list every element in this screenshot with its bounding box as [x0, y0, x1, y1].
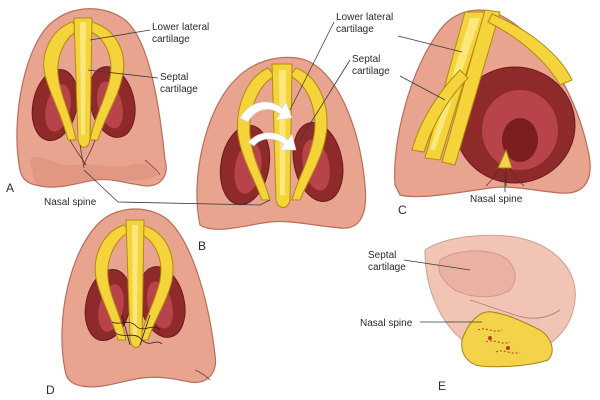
label-septal-cartilage-e: Septal cartilage: [368, 250, 406, 273]
panel-letter-a: A: [6, 181, 14, 195]
panel-b-illustration: [197, 57, 366, 229]
panel-letter-e: E: [438, 379, 446, 393]
label-septal-cartilage-b: Septal cartilage: [352, 54, 390, 77]
label-lower-lateral-cartilage-a: Lower lateral cartilage: [152, 22, 212, 45]
panel-letter-b: B: [198, 239, 206, 253]
label-nasal-spine-ab: Nasal spine: [44, 197, 97, 208]
panel-c-illustration: [395, 10, 591, 197]
label-nasal-spine-e: Nasal spine: [360, 318, 413, 329]
label-nasal-spine-c: Nasal spine: [470, 194, 523, 205]
panel-letter-c: C: [398, 203, 407, 217]
panel-e-illustration: [425, 235, 575, 366]
panel-a-illustration: [17, 9, 166, 187]
panel-letter-d: D: [46, 383, 55, 397]
panel-d-illustration: [62, 209, 216, 387]
label-septal-cartilage-a: Septal cartilage: [160, 72, 198, 95]
label-lower-lateral-cartilage-b: Lower lateral cartilage: [336, 12, 396, 35]
